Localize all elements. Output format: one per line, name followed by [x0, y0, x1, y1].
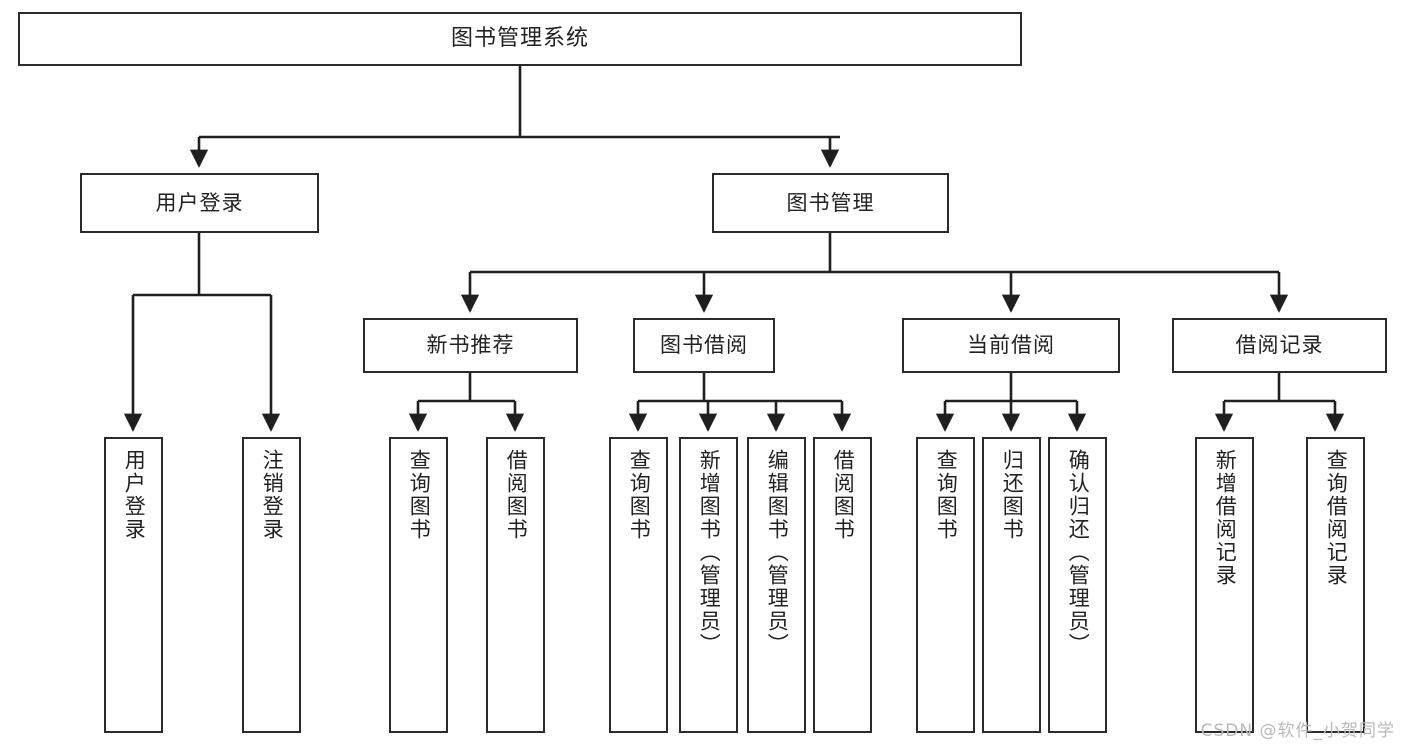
- leaf-user-login-login[interactable]: 用户登录: [104, 437, 163, 733]
- node-label: 确认归还（管理员）: [1066, 449, 1091, 656]
- leaf-user-login-logout[interactable]: 注销登录: [242, 437, 301, 733]
- node-label: 新增图书（管理员）: [697, 449, 722, 656]
- node-label: 查询图书: [407, 449, 432, 541]
- leaf-book-borrow-query[interactable]: 查询图书: [609, 437, 668, 733]
- node-label: 图书管理: [786, 190, 875, 215]
- node-label: 借阅记录: [1235, 333, 1324, 358]
- node-borrow-record[interactable]: 借阅记录: [1172, 318, 1387, 373]
- leaf-book-borrow-add[interactable]: 新增图书（管理员）: [679, 437, 738, 733]
- leaf-borrow-record-add[interactable]: 新增借阅记录: [1195, 437, 1254, 733]
- node-label: 借阅图书: [831, 449, 856, 541]
- leaf-borrow-record-query[interactable]: 查询借阅记录: [1306, 437, 1365, 733]
- node-label: 借阅图书: [504, 449, 529, 541]
- leaf-book-borrow-borrow[interactable]: 借阅图书: [813, 437, 872, 733]
- node-new-book-recommend[interactable]: 新书推荐: [363, 318, 578, 373]
- node-label: 图书借阅: [660, 333, 748, 358]
- node-label: 用户登录: [122, 449, 147, 541]
- node-label: 注销登录: [260, 449, 285, 541]
- leaf-current-borrow-query[interactable]: 查询图书: [916, 437, 975, 733]
- leaf-book-borrow-edit[interactable]: 编辑图书（管理员）: [747, 437, 806, 733]
- node-label: 查询借阅记录: [1324, 449, 1349, 587]
- node-label: 归还图书: [1000, 449, 1025, 541]
- node-book-borrow[interactable]: 图书借阅: [633, 318, 775, 373]
- node-label: 新增借阅记录: [1213, 449, 1238, 587]
- node-label: 用户登录: [155, 190, 244, 215]
- node-label: 当前借阅: [967, 333, 1055, 358]
- node-label: 图书管理系统: [450, 26, 589, 52]
- node-label: 编辑图书（管理员）: [765, 449, 790, 656]
- node-root-system[interactable]: 图书管理系统: [18, 12, 1022, 66]
- leaf-current-borrow-confirm-return[interactable]: 确认归还（管理员）: [1048, 437, 1107, 733]
- node-book-management[interactable]: 图书管理: [712, 173, 949, 233]
- node-user-login[interactable]: 用户登录: [80, 173, 319, 233]
- node-current-borrow[interactable]: 当前借阅: [902, 318, 1120, 373]
- node-label: 查询图书: [627, 449, 652, 541]
- node-label: 查询图书: [934, 449, 959, 541]
- leaf-new-book-query[interactable]: 查询图书: [389, 437, 448, 733]
- leaf-new-book-borrow[interactable]: 借阅图书: [486, 437, 545, 733]
- csdn-watermark: CSDN @软件_小贺同学: [1200, 721, 1395, 741]
- leaf-current-borrow-return[interactable]: 归还图书: [982, 437, 1041, 733]
- node-label: 新书推荐: [426, 333, 515, 358]
